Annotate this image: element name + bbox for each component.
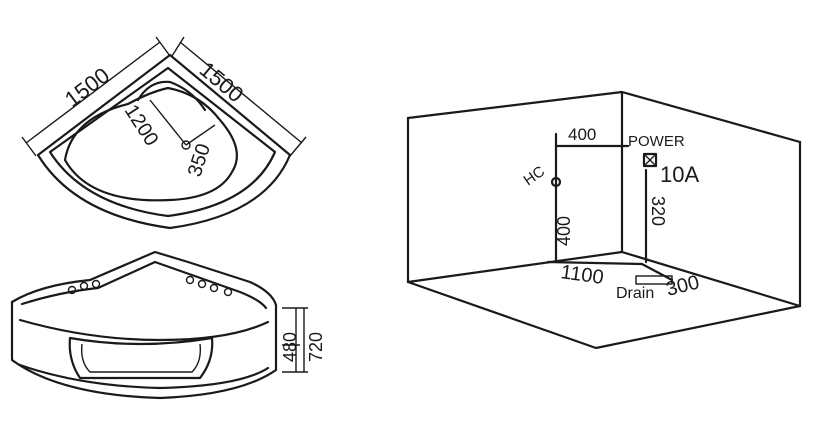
elevation-base [18,363,270,390]
elevation-body [10,300,278,400]
elevation-jets [67,275,233,297]
room-width-top-label: 400 [568,125,596,144]
power-label: POWER [628,133,685,150]
room-installation-view: 400 POWER 10A HC 400 320 1100 Drain 300 [406,90,802,350]
dim-line-left-side [25,41,161,144]
power-rating-label: 10A [660,162,699,187]
power-socket-icon [642,152,658,168]
drain-label: Drain [616,285,654,302]
room-ceiling-left [406,90,624,120]
plan-outer-rim [36,53,292,230]
floor-width-label: 1100 [559,261,605,289]
plan-inner-rim [48,66,277,218]
bathtub-elevation-view: 480 720 [10,250,326,400]
room-ceiling-right [620,90,802,144]
plan-basin [63,86,238,202]
room-floor-front [406,280,802,350]
room-height-right-label: 320 [648,196,668,226]
elevation-top-rim [10,250,278,307]
bathtub-plan-view: 1500 1500 1200 350 [21,36,307,230]
room-height-left-label: 400 [554,216,574,246]
plan-offset-label: 350 [184,141,215,180]
drain-outlet [635,275,673,285]
plan-drain-dot [181,140,191,150]
room-floor-back-left [406,250,624,284]
elevation-height-inner-label: 480 [280,332,300,362]
elevation-inner-rim [20,260,268,310]
dim-line-right-side [179,41,303,144]
room-floor-back-right [620,250,802,308]
elevation-front-face [18,318,270,342]
hc-connection-point [550,176,562,188]
hc-label: HC [521,163,549,189]
plan-side-right-label: 1500 [195,57,249,108]
elevation-height-total-label: 720 [306,332,326,362]
plan-headrest [136,80,207,112]
drain-pipe [546,260,674,282]
elevation-front-panel [68,336,214,380]
